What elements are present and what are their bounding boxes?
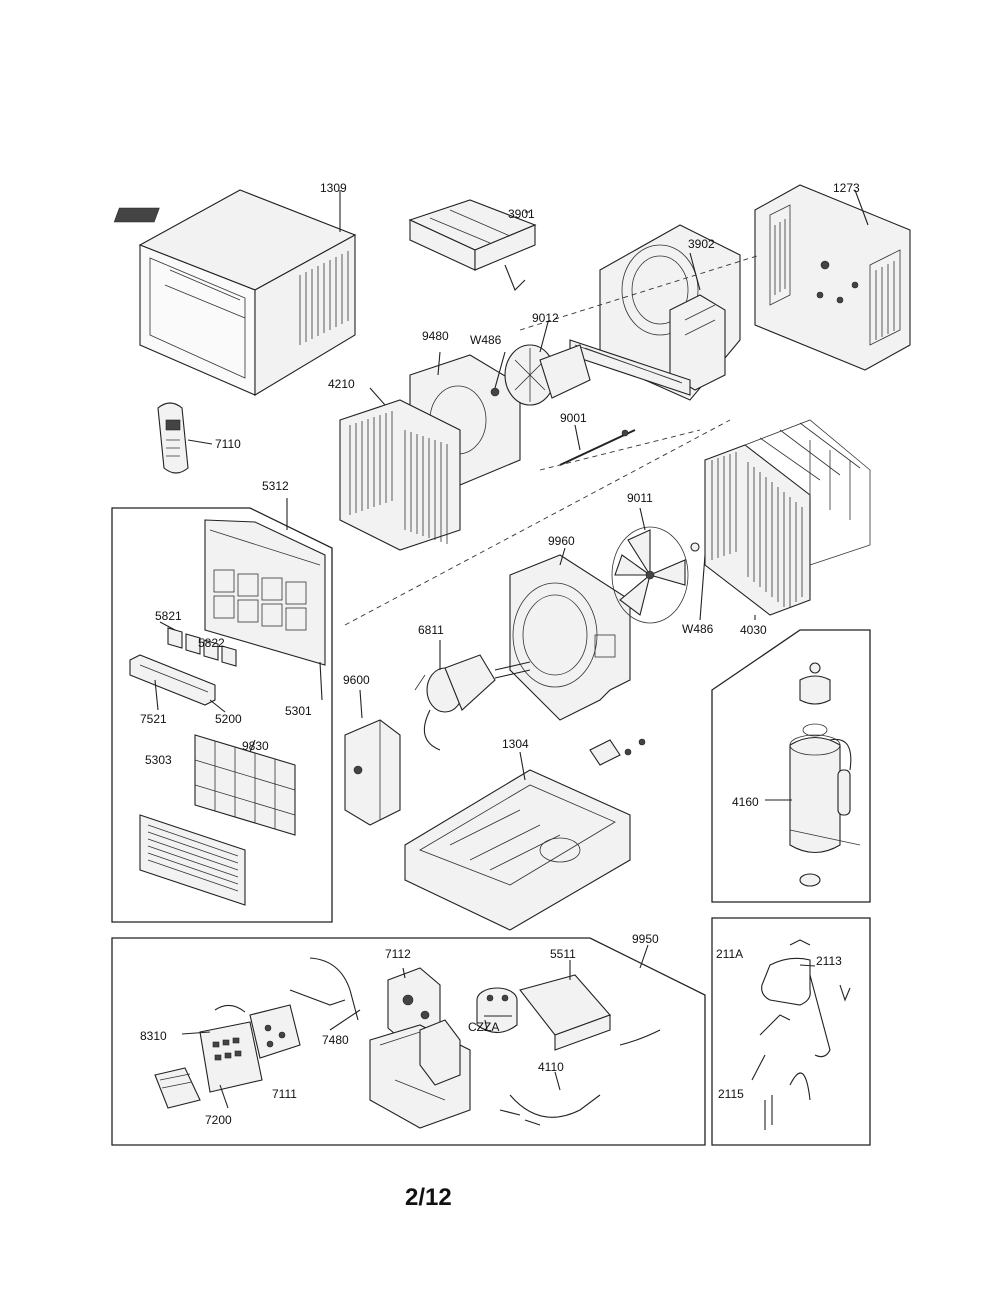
- compressor-frame: [711, 629, 871, 903]
- tubing-frame: [711, 917, 871, 1146]
- electrical-frame: [111, 937, 706, 1146]
- base-pan-drawing: [404, 738, 646, 931]
- fan-motor-drawing: [414, 640, 531, 751]
- label-7110: 7110: [215, 437, 241, 451]
- label-czza: CZZA: [468, 1020, 499, 1034]
- label-7112: 7112: [385, 947, 411, 961]
- label-4030: 4030: [740, 623, 767, 637]
- label-9830: 9830: [242, 739, 269, 753]
- label-7111: 7111: [272, 1087, 297, 1101]
- front-panel-drawing: [139, 814, 246, 906]
- condenser-fan-drawing: [611, 507, 689, 624]
- label-5822: 5822: [198, 636, 225, 650]
- motor-mount-drawing: [344, 689, 401, 826]
- dashed-leader-lines: [344, 254, 761, 626]
- label-9960: 9960: [548, 534, 575, 548]
- louver-drawing: [159, 621, 237, 667]
- louver-bar-drawing: [129, 654, 226, 713]
- label-7480: 7480: [322, 1033, 349, 1047]
- label-1304: 1304: [502, 737, 529, 751]
- label-3901: 3901: [508, 207, 535, 221]
- label-1309: 1309: [320, 181, 347, 195]
- page-number: 2/12: [405, 1184, 452, 1211]
- blower-drawing: [490, 321, 591, 406]
- label-4110: 4110: [538, 1060, 564, 1074]
- label-9480: 9480: [422, 329, 449, 343]
- label-5511: 5511: [550, 947, 576, 961]
- evaporator-drawing: [339, 387, 461, 551]
- part-labels: 1309 3901 3902 1273 9480 W486 9012 4210 …: [140, 181, 860, 1127]
- remote-control-drawing: [157, 402, 213, 474]
- label-5821: 5821: [155, 609, 182, 623]
- rear-panel-drawing: [754, 184, 911, 371]
- label-6811: 6811: [418, 623, 444, 637]
- label-5200: 5200: [215, 712, 242, 726]
- partition-drawing: [569, 224, 741, 401]
- label-9001: 9001: [560, 411, 587, 425]
- fan-nut-drawing: [690, 542, 706, 621]
- label-3902: 3902: [688, 237, 715, 251]
- label-7200: 7200: [205, 1113, 232, 1127]
- label-9012: 9012: [532, 311, 559, 325]
- compressor-drawing: [765, 662, 861, 887]
- label-5303: 5303: [145, 753, 172, 767]
- front-grille-drawing: [204, 498, 326, 701]
- label-9600: 9600: [343, 673, 370, 687]
- label-w486-upper: W486: [470, 333, 502, 347]
- label-4210: 4210: [328, 377, 355, 391]
- electrical-parts-drawing: [154, 944, 661, 1129]
- condenser-shroud-drawing: [509, 547, 631, 721]
- label-8310: 8310: [140, 1029, 167, 1043]
- label-9950: 9950: [632, 932, 659, 946]
- condenser-drawing: [704, 419, 871, 620]
- label-4160: 4160: [732, 795, 759, 809]
- filter-drawing: [194, 734, 296, 836]
- label-211a: 211A: [716, 947, 743, 961]
- air-guide-drawing: [408, 199, 537, 291]
- cabinet-drawing: [113, 189, 357, 396]
- tubing-drawing: [751, 939, 851, 1130]
- label-2113: 2113: [816, 954, 842, 968]
- label-5301: 5301: [285, 704, 312, 718]
- label-2115: 2115: [718, 1087, 744, 1101]
- shaft-drawing: [559, 424, 636, 466]
- label-w486-lower: W486: [682, 622, 714, 636]
- label-5312: 5312: [262, 479, 289, 493]
- label-1273: 1273: [833, 181, 860, 195]
- label-9011: 9011: [627, 491, 653, 505]
- label-7521: 7521: [140, 712, 167, 726]
- front-grille-frame: [111, 507, 333, 923]
